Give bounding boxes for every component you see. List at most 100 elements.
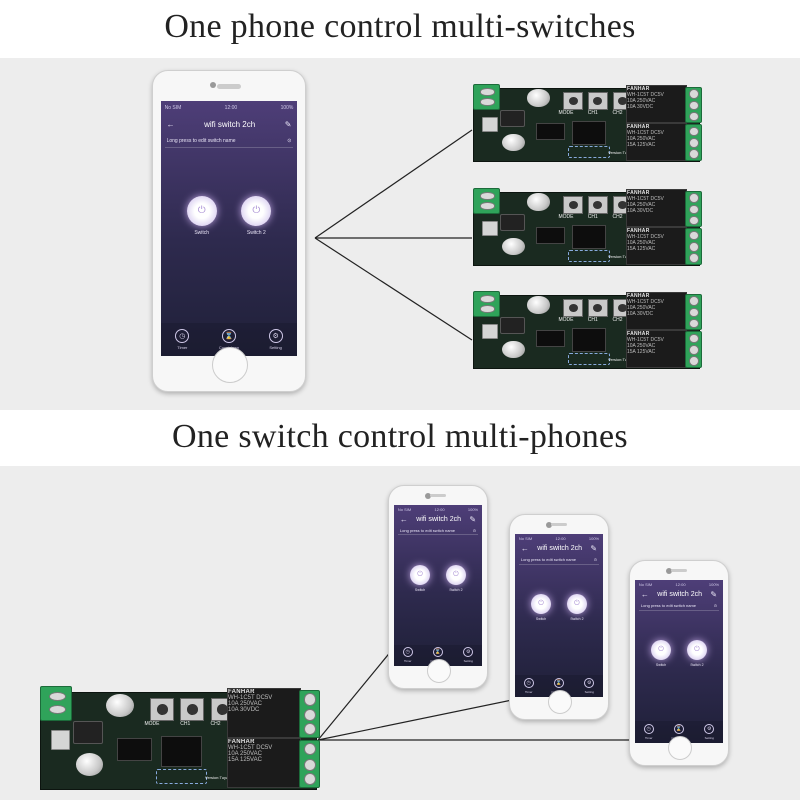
home-button[interactable] [427, 658, 451, 683]
power-icon[interactable]: ⏻ [241, 195, 272, 226]
edit-hint-row[interactable]: Long press to edit switch name ⊙ [518, 555, 600, 565]
relay-rating: 10A 30VDC [627, 208, 654, 215]
antenna [567, 249, 610, 262]
back-arrow-icon[interactable]: ← [640, 590, 649, 600]
power-icon[interactable]: ⏻ [445, 564, 466, 585]
tab-setting-label: Setting [269, 344, 282, 350]
mode-button[interactable] [563, 92, 583, 111]
capacitor [527, 89, 550, 107]
relay-1-terminal [684, 293, 703, 331]
pencil-icon[interactable]: ✎ [469, 515, 477, 525]
power-icon[interactable]: ⏻ [686, 640, 707, 661]
ch1-button[interactable] [180, 697, 205, 721]
power-icon[interactable]: ⏻ [531, 594, 552, 615]
ch1-button[interactable] [587, 299, 608, 318]
pencil-icon[interactable]: ✎ [590, 544, 598, 554]
pencil-icon[interactable]: ✎ [284, 119, 292, 129]
power-icon[interactable]: ⏻ [186, 195, 217, 226]
switch-1[interactable]: ⏻ Switch [186, 195, 217, 236]
relay-rating: 10A 250VAC [228, 701, 262, 708]
relay-1-terminal [684, 86, 703, 124]
usb-port[interactable] [482, 220, 498, 236]
app-nav-bar: ← wifi switch 2ch ✎ [161, 114, 298, 134]
relay-rating: 10A 30VDC [627, 311, 654, 318]
ch2-label: CH2 [612, 316, 623, 323]
back-arrow-icon[interactable]: ← [166, 119, 175, 129]
relay-rating: 10A 250VAC [228, 751, 262, 758]
relay-1-terminal [298, 690, 320, 739]
ch1-button[interactable] [587, 196, 608, 215]
battery-text: 100% [708, 581, 720, 587]
screen-title: wifi switch 2ch [204, 119, 256, 129]
tab-setting[interactable]: ⚙ Setting [463, 647, 474, 663]
home-button[interactable] [212, 347, 248, 383]
edit-hint-text: Long press to edit switch name [166, 137, 236, 144]
ch1-label: CH1 [180, 720, 191, 727]
relay-rating: 10A 250VAC [627, 202, 656, 209]
ch1-label: CH1 [587, 109, 598, 116]
edit-hint-row[interactable]: Long press to edit switch name ⊙ [638, 601, 720, 611]
clock-icon: ◷ [402, 647, 413, 658]
relay-rating: 10A 250VAC [627, 305, 656, 312]
tab-setting[interactable]: ⚙ Setting [584, 678, 595, 695]
relay-brand: FANHAR [627, 293, 650, 300]
relay-rating: 10A 250VAC [627, 98, 656, 105]
version-label: Version:Tuya_2.3 [205, 774, 236, 780]
tab-setting-label: Setting [584, 690, 594, 695]
power-icon[interactable]: ⏻ [410, 564, 431, 585]
switch-2[interactable]: ⏻ Switch 2 [241, 195, 272, 236]
switch-1[interactable]: ⏻ Switch [410, 564, 431, 592]
mode-button[interactable] [563, 299, 583, 318]
input-terminal [473, 290, 500, 318]
usb-port[interactable] [482, 116, 498, 132]
relay-model: WH-1C5T DC5V [228, 695, 273, 702]
inductor [500, 316, 525, 335]
tab-timer[interactable]: ◷ Timer [402, 647, 413, 663]
tab-setting[interactable]: ⚙ Setting [704, 724, 715, 740]
hourglass-icon: ⌛ [673, 724, 684, 735]
title-one-phone-multi-switches: One phone control multi-switches [164, 8, 636, 45]
tab-timer[interactable]: ◷ Timer [523, 678, 534, 694]
relay-rating: 15A 125VAC [627, 348, 656, 355]
tab-timer-label: Timer [644, 736, 653, 741]
tab-timer[interactable]: ◷ Timer [643, 724, 654, 741]
carrier-text: No SIM [397, 506, 412, 512]
mode-button[interactable] [563, 196, 583, 215]
capacitor [106, 693, 134, 717]
usb-port[interactable] [482, 323, 498, 339]
edit-hint-row[interactable]: Long press to edit switch name ⊙ [164, 134, 294, 149]
status-bar: No SIM 12:00 100% [161, 101, 298, 114]
phone-earpiece [199, 82, 260, 89]
relay-brand: FANHAR [627, 227, 650, 234]
wifi-module [572, 121, 606, 145]
inductor [73, 720, 103, 744]
mode-button[interactable] [150, 697, 174, 721]
edit-hint-text: Long press to edit switch name [640, 603, 697, 608]
switch-1[interactable]: ⏻ Switch [651, 640, 672, 667]
tab-timer[interactable]: ◷ Timer [175, 328, 190, 350]
app-screen: No SIM 12:00 100% ← wifi switch 2ch ✎ Lo… [514, 534, 604, 697]
mode-label: MODE [558, 109, 574, 116]
relay-model: WH-1C5T DC5V [627, 92, 664, 99]
relay-brand: FANHAR [627, 190, 650, 197]
usb-port[interactable] [51, 730, 70, 750]
back-arrow-icon[interactable]: ← [399, 515, 408, 525]
relay-board-3: MODE CH1 CH2 Version:Tuya_2.3 FANHAR WH-… [473, 290, 703, 369]
power-icon[interactable]: ⏻ [651, 640, 672, 661]
pencil-icon[interactable]: ✎ [710, 590, 718, 600]
switch-2[interactable]: ⏻ Switch 2 [566, 594, 587, 621]
edit-hint-row[interactable]: Long press to edit switch name ⊙ [397, 526, 479, 536]
home-button[interactable] [668, 735, 692, 760]
ch1-button[interactable] [587, 92, 608, 111]
switch-2[interactable]: ⏻ Switch 2 [686, 640, 707, 667]
switch-1[interactable]: ⏻ Switch [531, 594, 552, 621]
power-icon[interactable]: ⏻ [566, 594, 587, 615]
tab-setting[interactable]: ⚙ Setting [268, 328, 283, 350]
relay-brand: FANHAR [228, 689, 255, 696]
home-button[interactable] [548, 689, 572, 714]
chip [536, 226, 565, 245]
mode-label: MODE [558, 316, 574, 323]
app-nav-bar: ← wifi switch 2ch ✎ [635, 588, 723, 601]
back-arrow-icon[interactable]: ← [520, 544, 529, 554]
switch-2[interactable]: ⏻ Switch 2 [445, 564, 466, 592]
